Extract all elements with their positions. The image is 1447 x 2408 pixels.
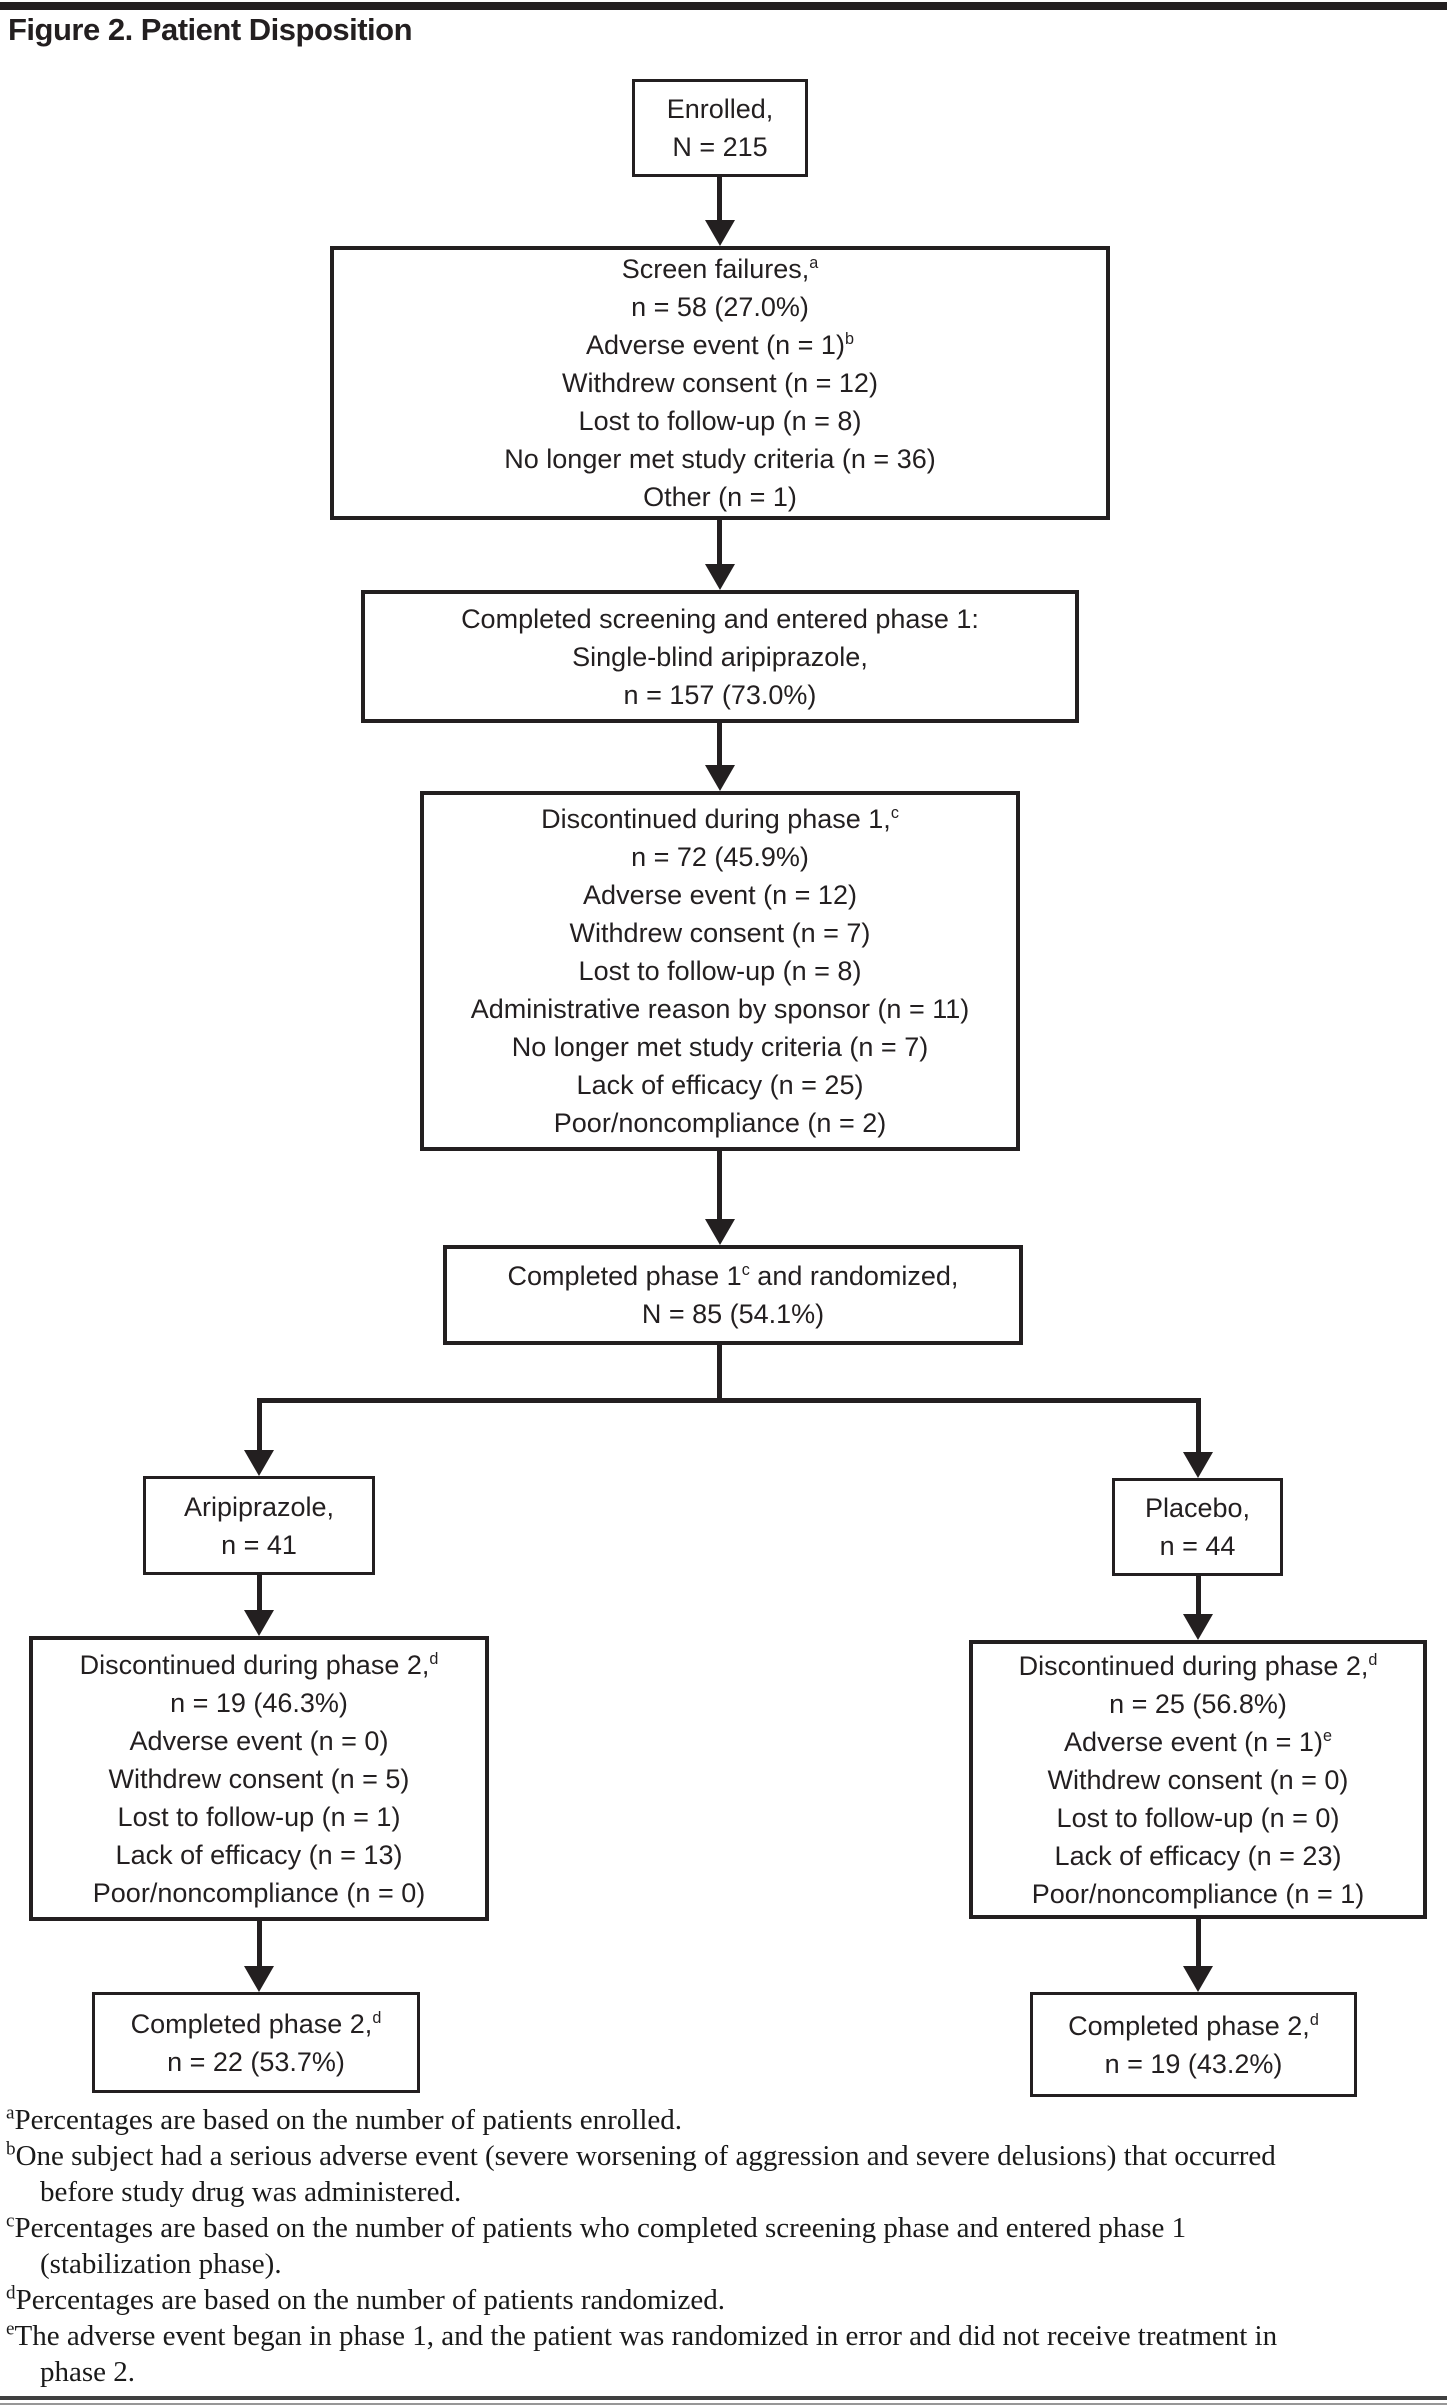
box-line: Completed phase 2,d xyxy=(1068,2010,1319,2041)
box-completed-screening: Completed screening and entered phase 1:… xyxy=(361,590,1079,723)
box-line: Aripiprazole, xyxy=(183,1491,335,1522)
box-line: n = 72 (45.9%) xyxy=(631,842,809,872)
footnote-marker: e xyxy=(6,2318,15,2340)
arrow-shaft xyxy=(1196,1919,1201,1968)
footnote-e: eThe adverse event began in phase 1, and… xyxy=(6,2318,1278,2388)
box-line: Withdrew consent (n = 0) xyxy=(1047,1764,1349,1795)
box-discontinued-phase2-placebo: Discontinued during phase 2,d n = 25 (56.… xyxy=(969,1640,1427,1919)
footnote-b: bOne subject had a serious adverse event… xyxy=(6,2138,1276,2208)
arrow-shaft xyxy=(257,1398,262,1452)
arrow-shaft xyxy=(717,520,722,566)
box-line: Completed screening and entered phase 1: xyxy=(461,603,979,634)
arrow-head xyxy=(244,1966,274,1992)
box-line: n = 41 xyxy=(221,1529,297,1560)
box-line: Lack of efficacy (n = 13) xyxy=(115,1839,403,1870)
arrow-shaft xyxy=(1196,1398,1201,1454)
branch-stem xyxy=(717,1345,722,1403)
box-placebo-arm: Placebo, n = 44 xyxy=(1112,1478,1283,1576)
box-line: Lack of efficacy (n = 23) xyxy=(1054,1840,1342,1871)
box-line: Enrolled, xyxy=(666,94,774,124)
box-line: n = 58 (27.0%) xyxy=(631,292,809,322)
arrow-head xyxy=(244,1450,274,1476)
footnote-marker: b xyxy=(6,2138,16,2160)
bottom-rule xyxy=(0,2396,1447,2405)
box-line: N = 85 (54.1%) xyxy=(641,1299,825,1329)
arrow-head xyxy=(705,564,735,590)
box-line: n = 157 (73.0%) xyxy=(623,679,817,710)
box-line: Lost to follow-up (n = 0) xyxy=(1056,1802,1340,1833)
branch-line xyxy=(257,1398,1201,1403)
arrow-shaft xyxy=(717,177,722,222)
footnote-marker: a xyxy=(6,2102,15,2124)
box-line: n = 22 (53.7%) xyxy=(167,2046,345,2077)
footnote-marker: d xyxy=(6,2282,16,2304)
box-line: Discontinued during phase 2,d xyxy=(1018,1650,1378,1681)
box-line: Placebo, xyxy=(1144,1493,1251,1523)
top-rule xyxy=(0,2,1447,10)
arrow-shaft xyxy=(257,1575,262,1612)
box-line: Completed phase 2,d xyxy=(130,2008,382,2039)
box-completed-phase2-aripiprazole: Completed phase 2,d n = 22 (53.7%) xyxy=(92,1992,420,2093)
box-line: Single-blind aripiprazole, xyxy=(572,641,868,672)
figure-title: Figure 2. Patient Disposition xyxy=(8,12,413,47)
box-line: n = 44 xyxy=(1159,1531,1236,1561)
arrow-shaft xyxy=(717,1151,722,1221)
box-line: Adverse event (n = 1)b xyxy=(586,330,854,360)
box-line: Completed phase 1c and randomized, xyxy=(507,1261,959,1291)
box-line: Poor/noncompliance (n = 0) xyxy=(92,1877,426,1908)
arrow-head xyxy=(705,1219,735,1245)
box-enrolled: Enrolled, N = 215 xyxy=(632,79,808,177)
box-line: No longer met study criteria (n = 7) xyxy=(511,1032,929,1062)
box-line: Administrative reason by sponsor (n = 11… xyxy=(470,994,970,1024)
box-aripiprazole-arm: Aripiprazole, n = 41 xyxy=(143,1476,375,1575)
arrow-head xyxy=(244,1610,274,1636)
box-line: Lost to follow-up (n = 8) xyxy=(578,406,862,436)
arrow-head xyxy=(1183,1966,1213,1992)
box-completed-phase1-randomized: Completed phase 1c and randomized, N = 85… xyxy=(443,1245,1023,1345)
box-line: n = 19 (43.2%) xyxy=(1104,2048,1283,2079)
box-screen-failures: Screen failures,a n = 58 (27.0%) Adverse e… xyxy=(330,246,1110,520)
arrow-head xyxy=(705,220,735,246)
box-line: Poor/noncompliance (n = 1) xyxy=(1031,1878,1365,1909)
box-line: N = 215 xyxy=(672,132,768,162)
box-line: n = 25 (56.8%) xyxy=(1109,1688,1287,1719)
arrow-shaft xyxy=(1196,1576,1201,1616)
arrow-shaft xyxy=(717,723,722,767)
box-line: Poor/noncompliance (n = 2) xyxy=(553,1108,887,1138)
box-line: Adverse event (n = 0) xyxy=(129,1725,389,1756)
footnote-d: dPercentages are based on the number of … xyxy=(6,2282,725,2316)
arrow-head xyxy=(705,765,735,791)
box-line: Other (n = 1) xyxy=(643,482,797,512)
box-line: Screen failures,a xyxy=(621,254,819,284)
footnote-marker: c xyxy=(6,2210,15,2232)
arrow-shaft xyxy=(257,1921,262,1968)
box-line: Lost to follow-up (n = 8) xyxy=(578,956,862,986)
box-line: Withdrew consent (n = 7) xyxy=(569,918,871,948)
footnotes: aPercentages are based on the number of … xyxy=(6,2102,1296,2390)
arrow-head xyxy=(1183,1614,1213,1640)
box-line: Lost to follow-up (n = 1) xyxy=(117,1801,401,1832)
footnote-c: cPercentages are based on the number of … xyxy=(6,2210,1187,2280)
box-line: n = 19 (46.3%) xyxy=(170,1687,348,1718)
arrow-head xyxy=(1183,1452,1213,1478)
box-line: Adverse event (n = 12) xyxy=(583,880,857,910)
footnote-a: aPercentages are based on the number of … xyxy=(6,2102,683,2136)
box-line: No longer met study criteria (n = 36) xyxy=(504,444,936,474)
box-line: Discontinued during phase 1,c xyxy=(541,804,899,834)
box-line: Lack of efficacy (n = 25) xyxy=(576,1070,864,1100)
box-line: Withdrew consent (n = 12) xyxy=(562,368,878,398)
box-discontinued-phase2-aripiprazole: Discontinued during phase 2,d n = 19 (46.… xyxy=(29,1636,489,1921)
box-discontinued-phase1: Discontinued during phase 1,c n = 72 (45.… xyxy=(420,791,1020,1151)
box-line: Withdrew consent (n = 5) xyxy=(108,1763,410,1794)
box-line: Adverse event (n = 1)e xyxy=(1064,1726,1332,1757)
box-line: Discontinued during phase 2,d xyxy=(79,1649,439,1680)
box-completed-phase2-placebo: Completed phase 2,d n = 19 (43.2%) xyxy=(1030,1992,1357,2097)
